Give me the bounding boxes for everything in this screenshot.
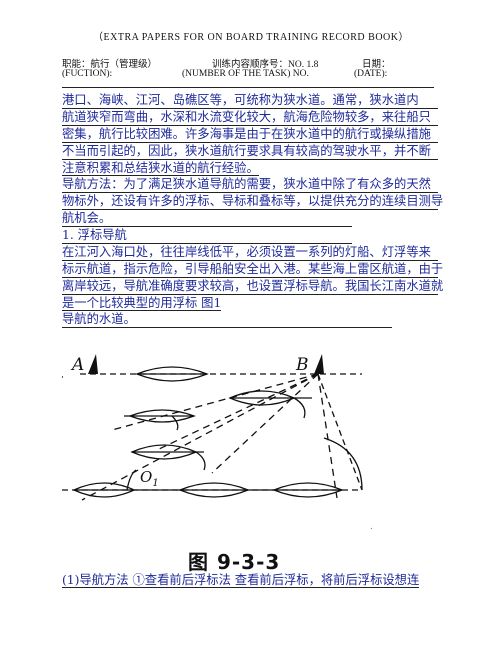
label-o: O1	[140, 468, 159, 489]
task-no-cn: 训练内容顺序号：NO. 1.8	[212, 60, 319, 70]
bearing-line	[81, 373, 319, 501]
angle-arc	[195, 451, 206, 471]
decorative-dot: .	[370, 522, 373, 532]
label-b: B	[295, 355, 309, 375]
header-title: （EXTRA PAPERS FOR ON BOARD TRAINING RECO…	[93, 32, 409, 43]
body-line: 导航方法：为了满足狭水道导航的需要，狭水道中除了有众多的天然	[62, 176, 438, 193]
body-text: 港口、海峡、江河、岛礁区等，可统称为狭水道。通常，狭水道内 航道狭窄而弯曲，水深…	[62, 92, 444, 328]
body-line: 标示航道，指示危险，引导船舶安全出入港。某些海上雷区航道，由于	[62, 262, 444, 278]
body-line: 物标外，还设有许多的浮标、导标和叠标等，以提供充分的连续目测导	[62, 194, 444, 210]
function-cn: 职能：航行（管理级）	[62, 60, 158, 70]
label-a: A	[70, 355, 84, 375]
section-heading: 1. 浮标导航	[62, 227, 438, 244]
bearing-line	[317, 373, 363, 491]
figure-drawing: A B O1	[61, 354, 363, 501]
function-en: (FUCTION):	[62, 69, 113, 79]
angle-arc	[126, 469, 137, 491]
section-subheading: (1)导航方法 ①查看前后浮标法 查看前后浮标，将前后浮标设想连	[62, 573, 420, 588]
body-line: 导航的水道。	[62, 311, 438, 328]
body-line: 航道狭窄而弯曲，水深和水流变化较大，航海危险物较多，来往船只	[62, 109, 438, 126]
buoy-navigation-figure: A B O1	[61, 338, 438, 546]
task-no-en: (NUMBER OF THE TASK) NO.	[182, 69, 309, 79]
body-line: 注意积累和总结狭水道的航行经验。	[62, 161, 259, 176]
bearing-line	[156, 373, 319, 451]
angle-arc	[323, 437, 363, 491]
body-line: 港口、海峡、江河、岛礁区等，可统称为狭水道。通常，狭水道内	[62, 92, 438, 109]
angle-arc	[171, 415, 179, 431]
body-line: 是一个比较典型的用浮标 图1	[62, 296, 222, 311]
body-line: 不当而引起的，因此，狭水道航行要求具有较高的驾驶水平，并不断	[62, 143, 438, 160]
bearing-line	[317, 373, 338, 499]
body-line: 密集，航行比较困难。许多海事是由于在狭水道中的航行或操纵措施	[62, 126, 438, 143]
bearing-line	[211, 373, 319, 474]
figure-caption: 图 9-3-3	[188, 550, 281, 574]
body-line: 离岸较远，导航准确度要求较高，也设置浮标导航。我国长江南水道就	[62, 279, 444, 295]
date-cn: 日期：	[362, 60, 391, 70]
body-line: 航机会。	[62, 210, 438, 227]
header-rule	[62, 87, 434, 88]
date-en: (DATE):	[354, 69, 388, 79]
body-line: 在江河入海口处，往往岸线低平，必须设置一系列的灯船、灯浮等来	[62, 244, 438, 261]
angle-arc	[293, 397, 306, 419]
flag-icon	[88, 354, 324, 374]
